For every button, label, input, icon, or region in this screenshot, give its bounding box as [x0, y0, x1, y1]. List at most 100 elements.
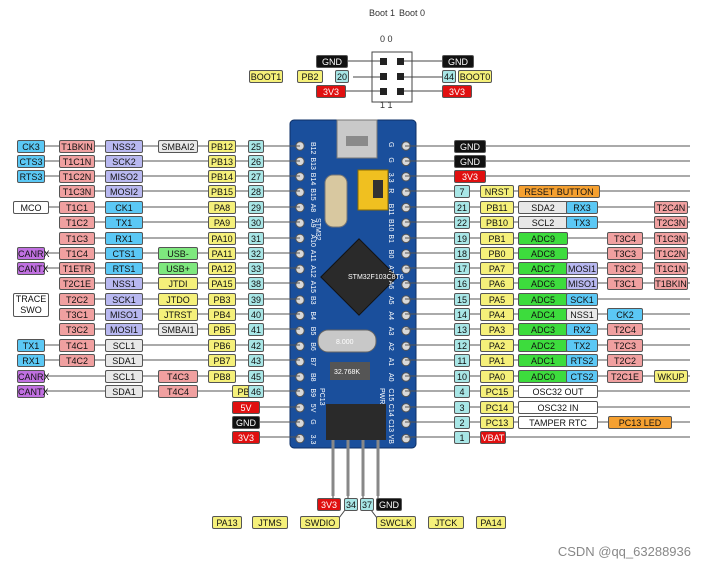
- left-pin-jtdi: JTDI: [158, 277, 198, 290]
- right-pin-miso1: MISO1: [566, 277, 598, 290]
- left-pin-ck3: CK3: [17, 140, 45, 153]
- left-pin-pb4: PB4: [208, 308, 236, 321]
- right-pin-mosi1: MOSI1: [566, 262, 598, 275]
- left-pin-t4c3: T4C3: [158, 370, 198, 383]
- left-pin-gnd: GND: [232, 416, 260, 429]
- left-pin-pb5: PB5: [208, 323, 236, 336]
- left-pin-canrx: CANRX: [17, 370, 50, 383]
- boot-row-one: 1 1: [380, 100, 393, 110]
- right-header-pin: [401, 403, 411, 413]
- right-pin-pa2: PA2: [480, 339, 514, 352]
- header-leader-lines: [346, 60, 442, 92]
- left-pin-t3c1: T3C1: [59, 308, 95, 321]
- header-left-pb2: PB2: [297, 70, 323, 83]
- swd-left-jtms: JTMS: [252, 516, 288, 529]
- swd-pin-gnd: GND: [376, 498, 402, 511]
- board-left-pin-label: A15: [309, 281, 316, 294]
- board-right-pin-label: B0: [387, 250, 394, 259]
- board-left-pin-label: G: [309, 419, 316, 424]
- left-pin-ck1: CK1: [105, 201, 143, 214]
- reset-button-cap: [373, 180, 383, 198]
- right-pin-pb11: PB11: [480, 201, 514, 214]
- right-pin-t1c2n: T1C2N: [654, 247, 688, 260]
- left-pin-tx1: TX1: [105, 216, 143, 229]
- right-pin-t1c3n: T1C3N: [654, 232, 688, 245]
- left-header-pin: [295, 172, 305, 182]
- left-pin-t4c2: T4C2: [59, 354, 95, 367]
- right-header-pin: [401, 202, 411, 213]
- board-right-pin-label: B11: [387, 204, 394, 216]
- left-pin-t2c1e: T2C1E: [59, 277, 95, 290]
- led-pwr-label: PWR: [378, 388, 385, 404]
- crystal-marking: 8.000: [336, 339, 354, 346]
- left-pin-33: 33: [248, 262, 264, 275]
- left-pin-sda1: SDA1: [105, 354, 143, 367]
- board-right-pin-label: G: [387, 142, 394, 147]
- left-pin-usb: USB-: [158, 247, 198, 260]
- right-header-pin: [401, 310, 411, 321]
- right-header-pin: [401, 295, 411, 305]
- right-pin-num-18: 18: [454, 247, 470, 260]
- right-pin-pb0: PB0: [480, 247, 514, 260]
- left-pin-sck2: SCK2: [105, 155, 143, 168]
- right-pin-gnd: GND: [454, 155, 486, 168]
- board-left-pin-label: A10: [309, 234, 316, 247]
- left-pin-cantx: CANTX: [17, 262, 49, 275]
- right-pin-adc3: ADC3: [518, 323, 568, 336]
- right-pin-sda2: SDA2: [518, 201, 568, 214]
- swo-label: SWO: [20, 305, 42, 315]
- left-header-pin: [295, 187, 305, 197]
- left-pin-usb: USB+: [158, 262, 198, 275]
- board-left-pin-label: A9: [309, 219, 316, 228]
- right-header-pin: [401, 249, 411, 259]
- board-left-pin-label: B7: [309, 358, 316, 367]
- left-pin-pa11: PA11: [208, 247, 236, 260]
- board-left-pin-label: B5: [309, 327, 316, 336]
- left-pin-pa10: PA10: [208, 232, 236, 245]
- right-pin-pc13-led: PC13 LED: [608, 416, 672, 429]
- board-right-pin-label: R: [387, 188, 394, 193]
- board-right-pin-label: C15: [387, 388, 394, 401]
- right-pin-t2c2: T2C2: [607, 354, 643, 367]
- left-pin-nss1: NSS1: [105, 277, 143, 290]
- board-right-pin-label: A4: [387, 311, 394, 320]
- board-right-pin-label: A1: [387, 358, 394, 367]
- right-pin-tx2: TX2: [566, 339, 598, 352]
- boot-row-zero: 0 0: [380, 34, 393, 44]
- right-pin-osc32-out: OSC32 OUT: [518, 385, 598, 398]
- right-pin-osc32-in: OSC32 IN: [518, 401, 598, 414]
- left-pin-sda1: SDA1: [105, 385, 143, 398]
- left-pin-39: 39: [248, 293, 264, 306]
- right-pin-nrst: NRST: [480, 185, 514, 198]
- right-pin-adc8: ADC8: [518, 247, 568, 260]
- right-pin-pb1: PB1: [480, 232, 514, 245]
- left-pin-46: 46: [248, 385, 264, 398]
- right-pin-vbat: VBAT: [480, 431, 506, 444]
- right-pin-num-17: 17: [454, 262, 470, 275]
- left-pin-38: 38: [248, 277, 264, 290]
- left-pin-scl1: SCL1: [105, 370, 143, 383]
- left-pin-t4c1: T4C1: [59, 339, 95, 352]
- right-pin-num-7: 7: [454, 185, 470, 198]
- left-header-pin: [295, 387, 305, 398]
- board-left-pin-label: B3: [309, 296, 316, 305]
- board-right-pin-label: B1: [387, 234, 394, 243]
- right-pin-gnd: GND: [454, 140, 486, 153]
- left-pin-rts3: RTS3: [17, 170, 45, 183]
- board-left-pin-label: B4: [309, 311, 316, 320]
- header-left-gnd: GND: [316, 55, 348, 68]
- right-pin-adc9: ADC9: [518, 232, 568, 245]
- right-pin-t1bkin: T1BKIN: [654, 277, 688, 290]
- right-pin-pa5: PA5: [480, 293, 514, 306]
- board-left-pin-label: A12: [309, 265, 316, 278]
- right-pin-adc4: ADC4: [518, 308, 568, 321]
- left-pin-pb13: PB13: [208, 155, 236, 168]
- left-pin-sck1: SCK1: [105, 293, 143, 306]
- trace-label: TRACE: [15, 294, 47, 304]
- right-header-pin: [401, 341, 411, 351]
- left-pin-29: 29: [248, 201, 264, 214]
- crystal-8mhz: [317, 329, 377, 353]
- boot-jumper-pins: [380, 58, 404, 95]
- right-header-pin: [401, 187, 411, 197]
- left-pin-25: 25: [248, 140, 264, 153]
